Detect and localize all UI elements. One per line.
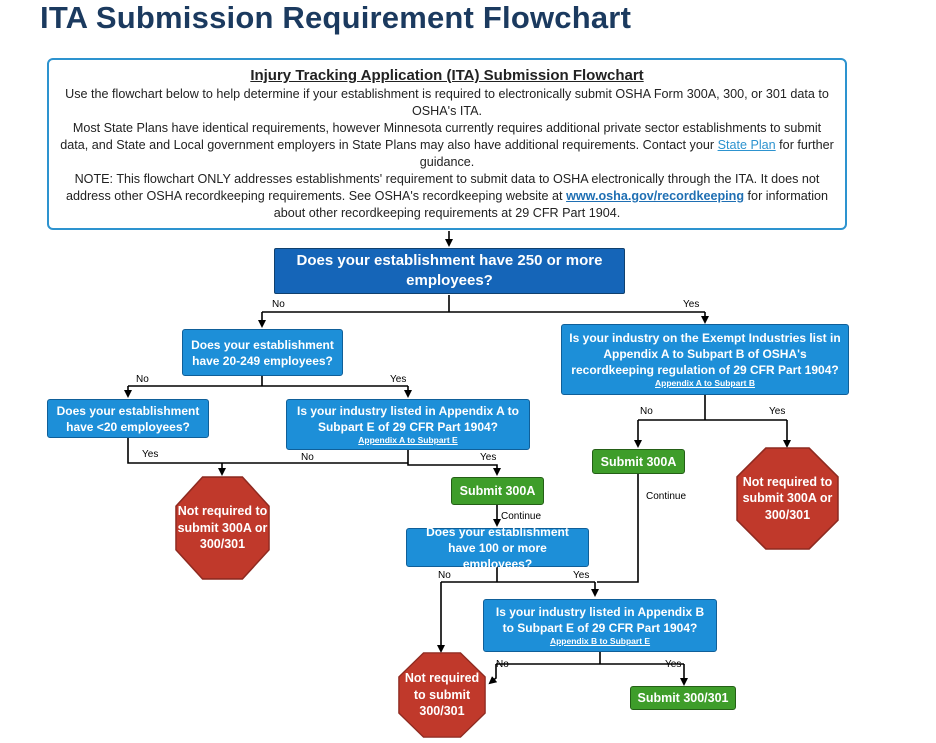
intro-panel: Injury Tracking Application (ITA) Submis… [47,58,847,230]
outcome-submit-300a-right: Submit 300A [592,449,685,474]
label-yes: Yes [683,299,700,310]
question-appendix-b-subpart-e: Is your industry listed in Appendix B to… [483,599,717,652]
label-no: No [301,452,314,463]
question-under-20-employees: Does your establishment have <20 employe… [47,399,209,438]
question-250-employees: Does your establishment have 250 or more… [274,248,625,294]
label-no: No [496,659,509,670]
label-no: No [272,299,285,310]
stop-text: Not required to submit 300A or 300/301 [177,504,268,552]
osha-recordkeeping-link[interactable]: www.osha.gov/recordkeeping [566,189,745,203]
outcome-submit-300-301: Submit 300/301 [630,686,736,710]
page-title: ITA Submission Requirement Flowchart [40,0,632,35]
state-plan-link[interactable]: State Plan [717,138,776,152]
label-no: No [640,406,653,417]
intro-paragraph-1: Use the flowchart below to help determin… [65,87,829,118]
label-no: No [438,570,451,581]
label-yes: Yes [390,374,407,385]
question-20-249-employees: Does your establishment have 20-249 empl… [182,329,343,376]
label-yes: Yes [480,452,497,463]
stop-sign-not-required-bottom: Not required to submit 300/301 [398,652,486,738]
intro-paragraph-3: NOTE: This flowchart ONLY addresses esta… [65,172,829,220]
intro-paragraph-2: Most State Plans have identical requirem… [60,121,834,169]
question-100-employees: Does your establishment have 100 or more… [406,525,589,571]
label-yes: Yes [769,406,786,417]
appendix-a-subpart-b-link[interactable]: Appendix A to Subpart B [655,378,755,388]
stop-octagon-icon [175,476,270,580]
intro-heading: Injury Tracking Application (ITA) Submis… [250,67,644,84]
appendix-a-subpart-e-link[interactable]: Appendix A to Subpart E [358,435,458,445]
stop-octagon-icon [736,447,839,550]
stop-text: Not required to submit 300A or 300/301 [742,474,833,522]
stop-sign-not-required-right: Not required to submit 300A or 300/301 [736,447,839,550]
label-continue: Continue [646,491,687,502]
label-yes: Yes [573,570,590,581]
question-appendix-a-subpart-e: Is your industry listed in Appendix A to… [286,399,530,450]
stop-sign-not-required-left: Not required to submit 300A or 300/301 [175,476,270,580]
label-no: No [136,374,149,385]
question-exempt-industries: Is your industry on the Exempt Industrie… [561,324,849,395]
label-yes: Yes [665,659,682,670]
appendix-b-subpart-e-link[interactable]: Appendix B to Subpart E [549,636,651,646]
stop-octagon-icon [398,652,486,738]
outcome-submit-300a-left: Submit 300A [451,477,544,505]
label-continue: Continue [501,511,542,522]
label-yes: Yes [142,449,159,460]
stop-text: Not required to submit 300/301 [404,671,480,719]
